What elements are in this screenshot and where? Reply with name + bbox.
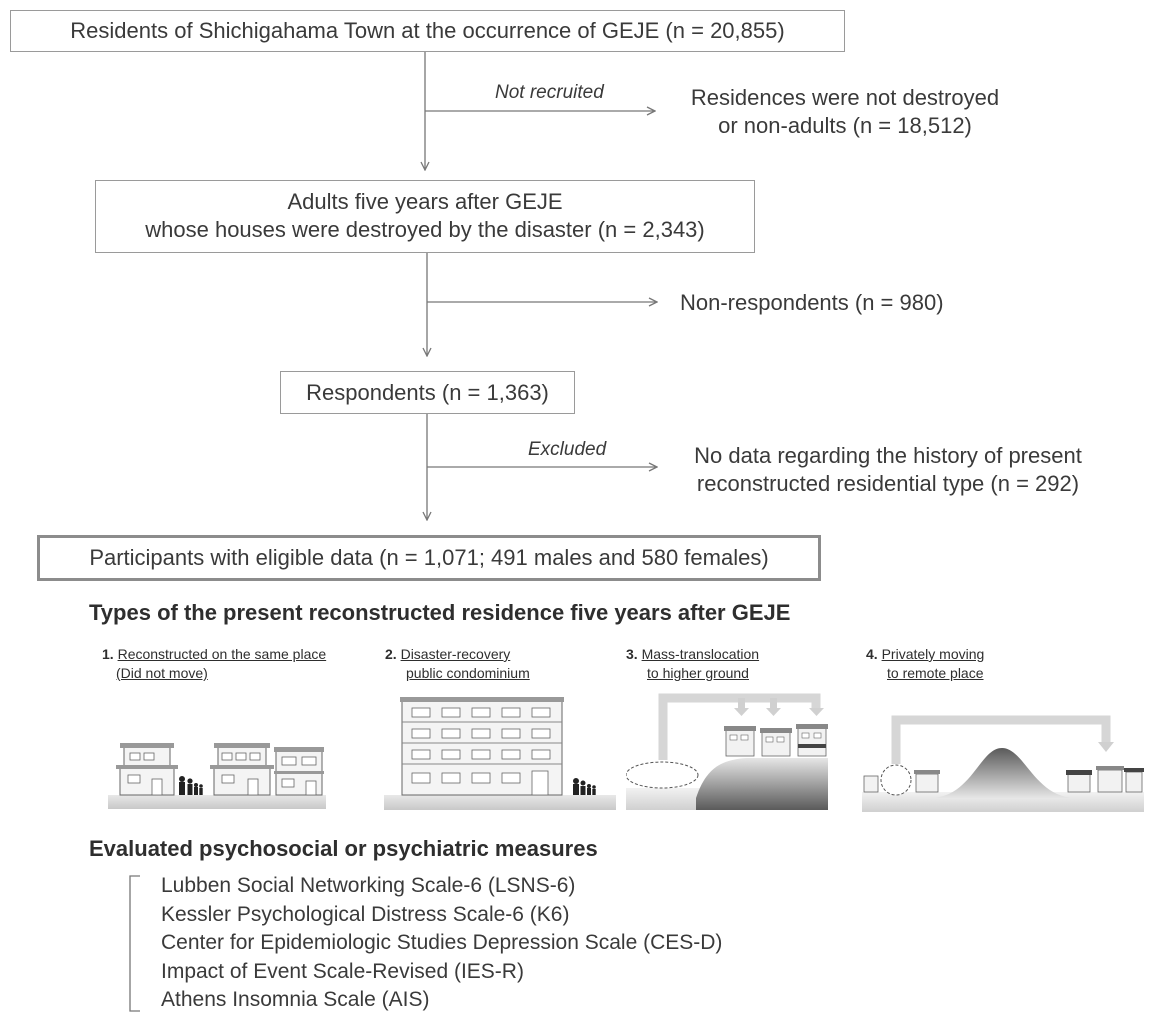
box-participants: Participants with eligible data (n = 1,0… xyxy=(37,535,821,581)
measures-heading: Evaluated psychosocial or psychiatric me… xyxy=(89,836,598,861)
type-caption-2: 2. Disaster-recovery public condominium xyxy=(385,646,530,681)
illustration-higher-ground xyxy=(626,693,828,810)
measure-item: Impact of Event Scale-Revised (IES-R) xyxy=(161,959,524,983)
illustration-condominium xyxy=(384,697,616,810)
illustration-remote-place xyxy=(862,715,1144,812)
measures-bracket xyxy=(129,875,140,1012)
type-caption-1: 1. Reconstructed on the same place (Did … xyxy=(102,646,327,681)
box-residents: Residents of Shichigahama Town at the oc… xyxy=(10,10,845,52)
measure-item: Lubben Social Networking Scale-6 (LSNS-6… xyxy=(161,874,576,897)
box-adults: Adults five years after GEJE whose house… xyxy=(95,180,755,253)
type-caption-3: 3. Mass-translocation to higher ground xyxy=(626,646,760,681)
types-heading: Types of the present reconstructed resid… xyxy=(89,600,791,625)
side-no-data: No data regarding the history of present… xyxy=(694,443,1082,496)
label-excluded: Excluded xyxy=(528,439,607,460)
box-respondents: Respondents (n = 1,363) xyxy=(280,371,575,414)
measure-item: Center for Epidemiologic Studies Depress… xyxy=(161,931,723,954)
measure-item: Athens Insomnia Scale (AIS) xyxy=(161,988,430,1011)
side-non-respondents: Non-respondents (n = 980) xyxy=(680,290,944,315)
illustration-same-place xyxy=(108,743,326,809)
measure-item: Kessler Psychological Distress Scale-6 (… xyxy=(161,902,570,926)
label-not-recruited: Not recruited xyxy=(495,82,604,103)
measures-list: Lubben Social Networking Scale-6 (LSNS-6… xyxy=(161,872,722,1015)
type-caption-4: 4. Privately moving to remote place xyxy=(866,646,985,681)
side-not-destroyed: Residences were not destroyed or non-adu… xyxy=(690,85,1000,138)
